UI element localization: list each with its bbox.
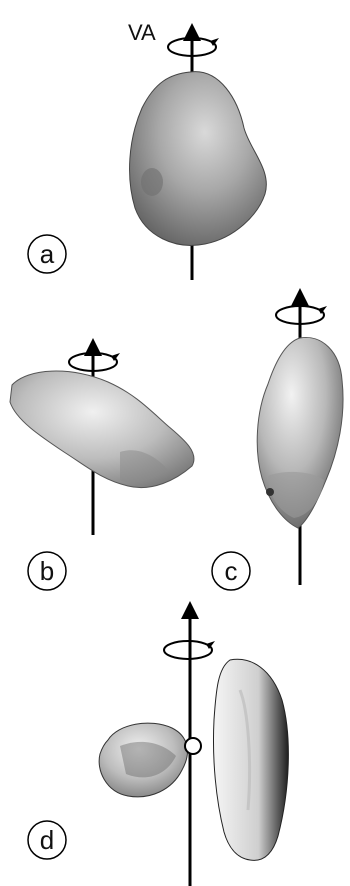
svg-text:d: d xyxy=(40,825,54,855)
svg-text:b: b xyxy=(40,556,54,586)
dimple-a xyxy=(141,168,163,196)
panel-d: d xyxy=(28,610,288,886)
svg-text:a: a xyxy=(40,239,55,269)
organ-shape-a xyxy=(130,72,267,246)
panel-c: c xyxy=(212,297,343,590)
panel-a: VA a xyxy=(28,20,266,280)
svg-text:c: c xyxy=(225,556,238,586)
axis-label-va: VA xyxy=(128,20,156,45)
panel-b: b xyxy=(10,347,194,590)
panel-label-a: a xyxy=(28,235,66,273)
pivot-point xyxy=(185,738,201,754)
panel-label-d: d xyxy=(28,821,66,859)
panel-label-b: b xyxy=(28,552,66,590)
panel-label-c: c xyxy=(212,552,250,590)
